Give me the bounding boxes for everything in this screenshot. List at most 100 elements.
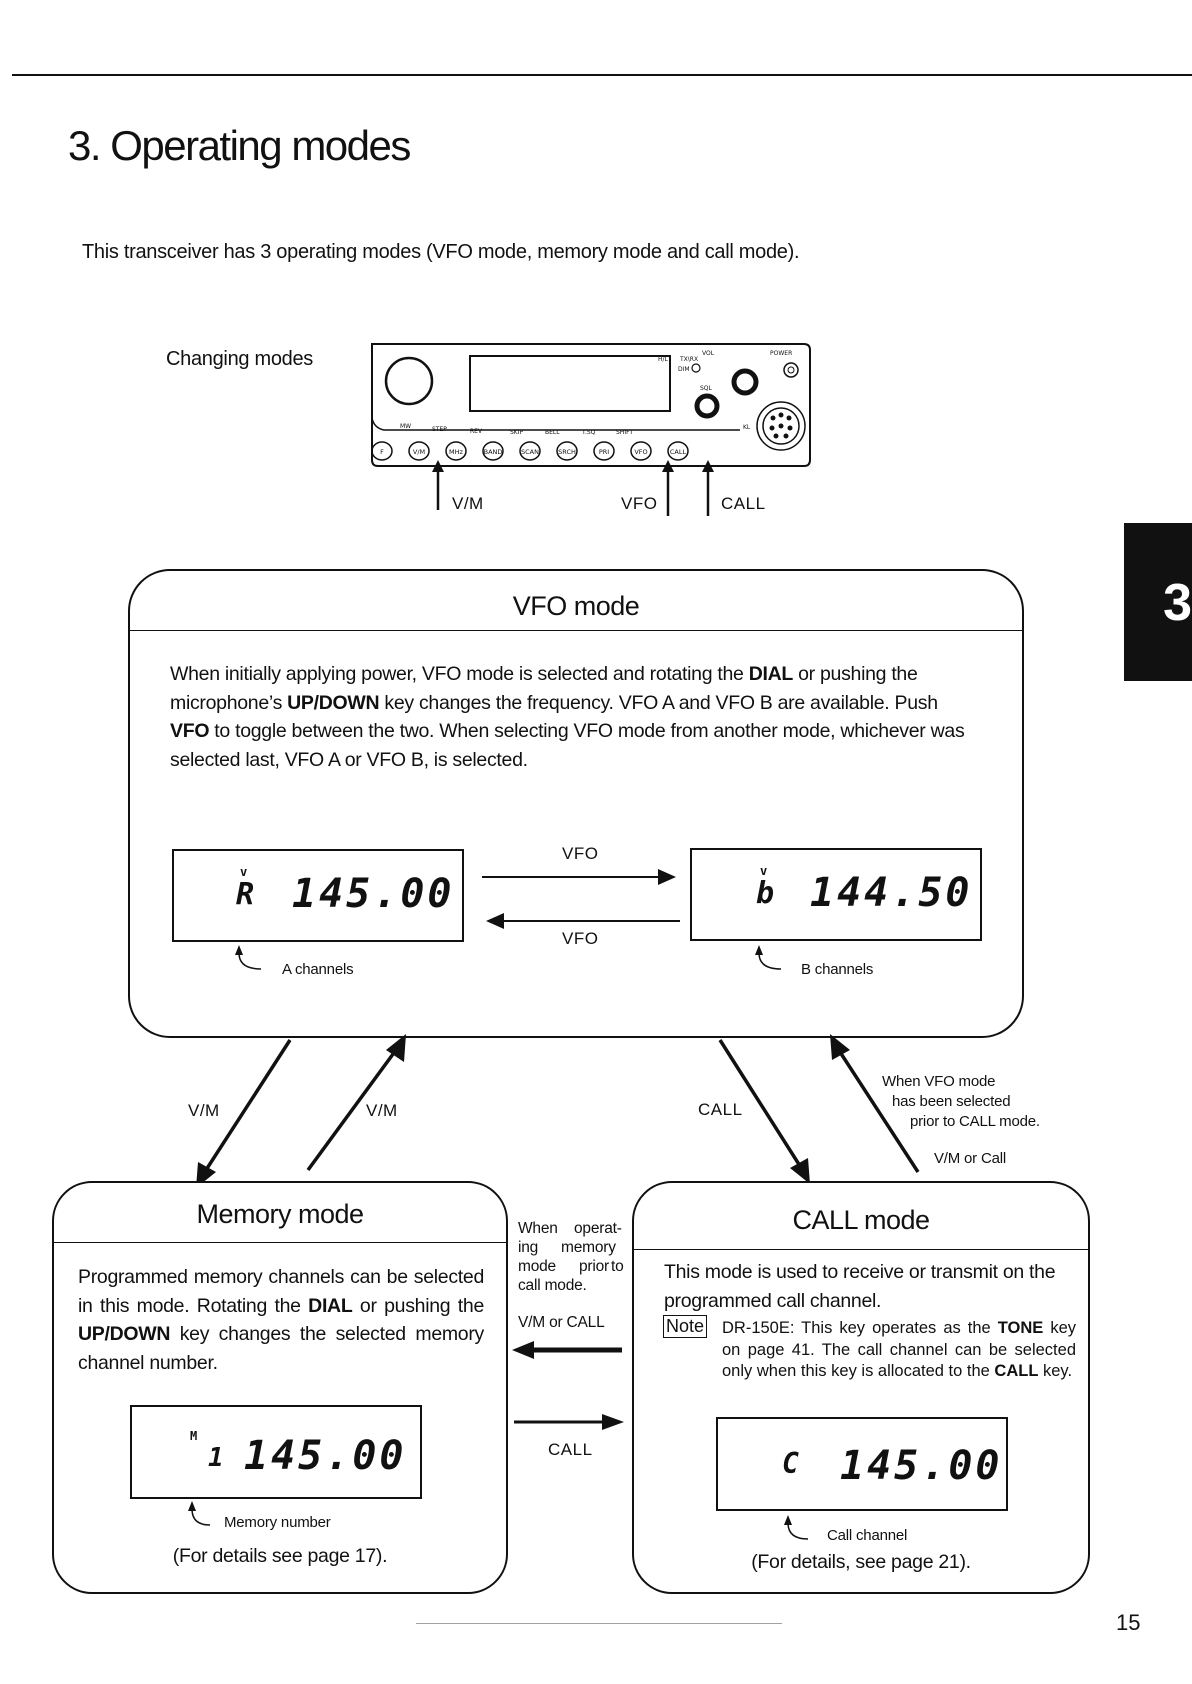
text-segment: key changes the selected memory channel …: [78, 1323, 484, 1374]
text-segment: or pushing the: [352, 1294, 484, 1317]
volume-knob-icon: [731, 368, 759, 396]
power-button-icon: [783, 362, 799, 378]
when-operating-word8: call mode.: [518, 1277, 587, 1294]
text-segment: key on page 41. The call channel can be …: [722, 1319, 1077, 1380]
vm-button-icon: [408, 441, 430, 461]
bold-term: DIAL: [748, 663, 794, 685]
vfo-a-display: v R 145.00: [172, 849, 464, 942]
call-channel-pointer-icon: [784, 1515, 809, 1540]
when-operating-word1: When: [518, 1220, 558, 1237]
text-segment: key.: [1038, 1362, 1073, 1380]
vfo-toggle-arrows: [482, 869, 680, 929]
tsq-label: T.SQ: [581, 429, 596, 436]
vfo-a-indicator: v: [240, 865, 248, 879]
chapter-tab: 3: [1124, 523, 1192, 681]
call-prefix: C: [782, 1447, 802, 1480]
call-button-label: CALL: [670, 448, 687, 456]
sql-label: SQL: [700, 385, 713, 392]
when-operating-word3: ing: [518, 1239, 539, 1256]
vfo-b-prefix: b: [756, 876, 778, 911]
vm-right-label: V/M: [366, 1101, 398, 1120]
footer-rule: [416, 1623, 782, 1624]
scan-button-icon: [519, 441, 541, 461]
mode-transition-arrows: [196, 1034, 920, 1188]
vfo-mode-description: When initially applying power, VFO mode …: [170, 660, 970, 774]
mic-connector-icon: [756, 401, 806, 451]
text-segment: or pushing the microphone’s: [170, 663, 918, 714]
vfo-a-frequency: 145.00: [292, 871, 455, 917]
memory-indicator: M: [190, 1429, 198, 1443]
when-vfo-line1: When VFO mode: [882, 1073, 996, 1090]
vfo-b-display: v b 144.50: [690, 848, 982, 941]
memory-mode-panel: Memory mode Programmed memory channels c…: [52, 1181, 508, 1594]
when-operating-word4: memory: [561, 1239, 616, 1256]
when-operating-word5: mode: [518, 1258, 556, 1275]
call-mode-note: DR-150E: This key operates as the TONE k…: [722, 1318, 1076, 1383]
vm-button-label: V/M: [413, 448, 425, 456]
memory-number-pointer-icon: [188, 1501, 211, 1526]
vfo-mode-title: VFO mode: [512, 591, 640, 621]
changing-modes-label: Changing modes: [166, 348, 314, 370]
radio-front-panel-illustration: H/L TX\RX VOL POWER DIM SQL KL MW STEP R…: [371, 343, 811, 516]
call-frequency: 145.00: [840, 1443, 1003, 1489]
text-segment: When initially applying power, VFO mode …: [170, 663, 749, 685]
vfo-b-indicator: v: [760, 864, 768, 878]
vfo-mode-title-rule: [130, 630, 1022, 631]
b-channels-caption: B channels: [801, 961, 874, 978]
vm-callout-label: V/M: [452, 494, 484, 513]
vm-left-label: V/M: [188, 1101, 220, 1120]
a-channels-caption: A channels: [282, 961, 354, 978]
vfo-callout-label: VFO: [621, 494, 658, 513]
vfo-arrow-bottom-label: VFO: [562, 929, 599, 948]
memory-frequency: 145.00: [244, 1433, 407, 1479]
chapter-tab-number: 3: [1163, 574, 1192, 632]
kl-label: KL: [743, 424, 751, 431]
text-segment: Programmed memory channels can be select…: [78, 1266, 484, 1317]
pri-button-icon: [593, 441, 615, 461]
when-operating-word6: prior: [579, 1258, 610, 1275]
vfo-button-label: VFO: [634, 448, 647, 456]
when-operating-word7: to: [611, 1258, 624, 1275]
squelch-knob-icon: [694, 393, 720, 419]
call-display: C 145.00: [716, 1417, 1008, 1511]
vol-label: VOL: [702, 350, 715, 357]
call-button-icon: [667, 441, 689, 461]
top-rule: [12, 74, 1192, 76]
band-button-label: BAND: [484, 448, 503, 456]
call-mode-title-rule: [634, 1249, 1088, 1250]
f-button-icon: [371, 441, 393, 461]
call-middle-label: CALL: [548, 1440, 593, 1459]
mw-label: MW: [400, 423, 411, 430]
bold-term: VFO: [170, 720, 210, 742]
text-segment: DR-150E: This key operates as the: [722, 1319, 998, 1337]
bold-term: CALL: [994, 1362, 1039, 1380]
note-label: Note: [663, 1315, 708, 1338]
srch-button-icon: [556, 441, 578, 461]
vfo-mode-panel: VFO mode When initially applying power, …: [128, 569, 1024, 1038]
bold-term: UP/DOWN: [78, 1323, 171, 1345]
power-label: POWER: [770, 350, 792, 357]
page-title: 3. Operating modes: [68, 122, 411, 169]
vm-or-call-right-label: V/M or Call: [934, 1150, 1006, 1167]
txrx-label: TX\RX: [679, 356, 698, 363]
lcd-window-icon: [469, 355, 671, 412]
vfo-arrow-top-label: VFO: [562, 844, 599, 863]
text-segment: to toggle between the two. When selectin…: [170, 720, 965, 771]
mhz-button-label: MHz: [449, 448, 463, 456]
text-segment: key changes the frequency. VFO A and VFO…: [379, 691, 938, 714]
memory-call-arrows: [512, 1341, 624, 1430]
b-channels-pointer-icon: [755, 945, 782, 970]
when-vfo-line2: has been selected: [892, 1093, 1011, 1110]
mhz-button-icon: [445, 441, 467, 461]
step-label: STEP: [432, 426, 447, 433]
when-operating-word2: operat-: [574, 1220, 622, 1237]
rev-label: REV: [470, 428, 483, 435]
memory-mode-title-rule: [54, 1242, 506, 1243]
call-channel-caption: Call channel: [827, 1527, 908, 1544]
skip-label: SKIP: [510, 429, 524, 436]
hl-label: H/L: [658, 356, 669, 363]
intro-text: This transceiver has 3 operating modes (…: [82, 241, 800, 263]
memory-mode-title: Memory mode: [196, 1199, 364, 1229]
dim-button-icon: [691, 363, 701, 373]
main-dial-knob-icon: [384, 356, 434, 406]
